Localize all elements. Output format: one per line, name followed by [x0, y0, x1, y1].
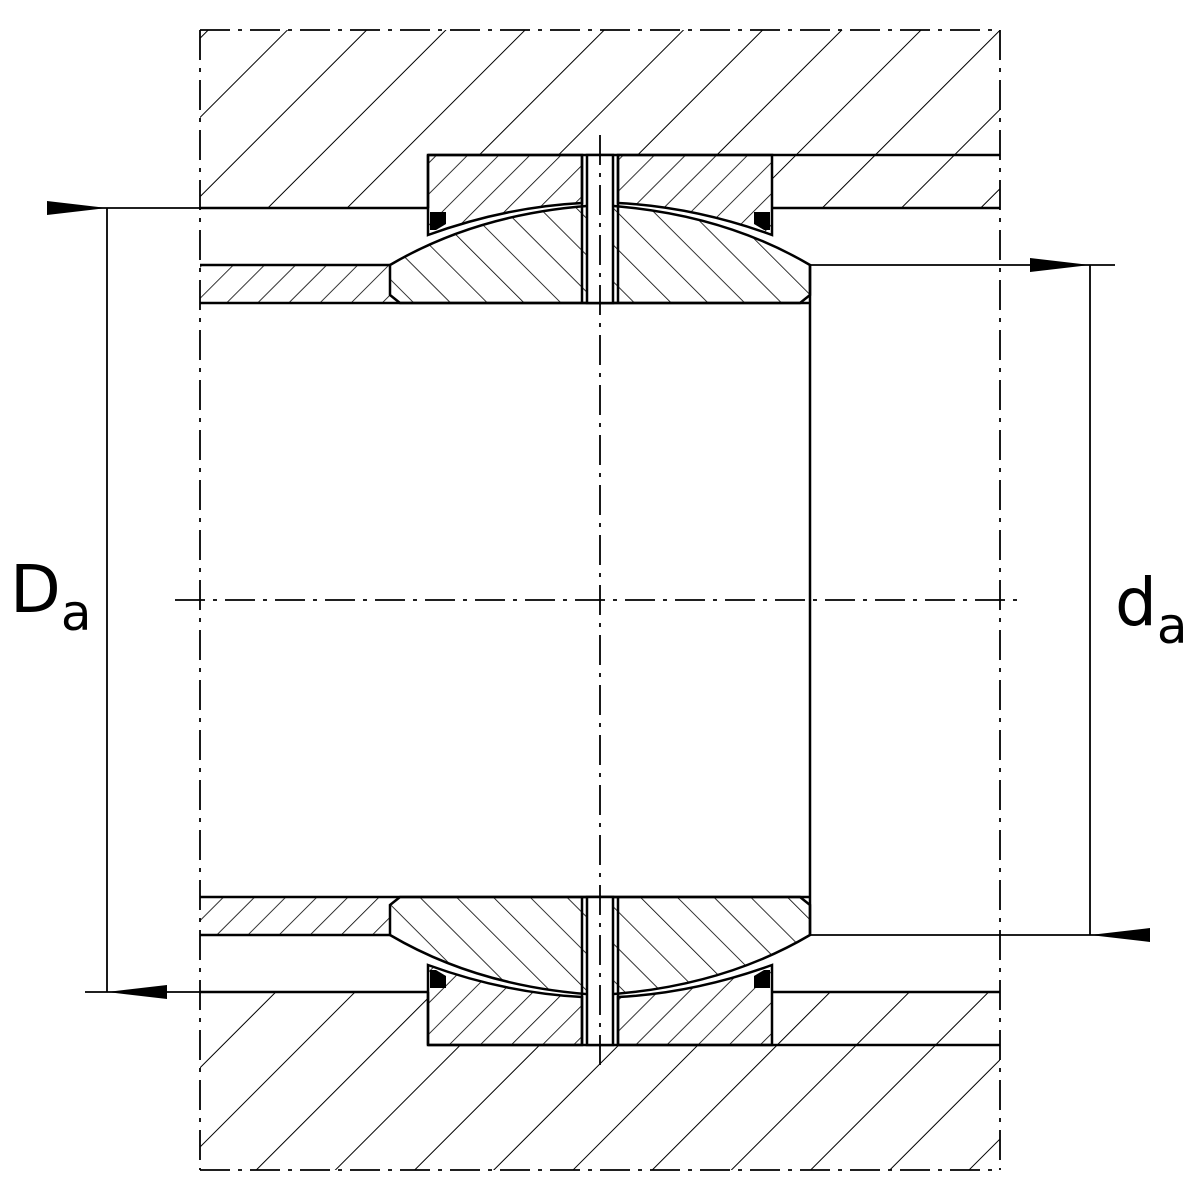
seal-top-right — [754, 212, 770, 230]
lube-bore-top — [580, 153, 620, 305]
housing-bottom — [200, 990, 1000, 1170]
lube-bore-bottom — [580, 895, 620, 1047]
svg-text:da: da — [1115, 564, 1188, 655]
label-da-main: d — [1115, 564, 1157, 641]
center-lines — [175, 29, 1025, 1171]
seal-bottom-left — [430, 970, 446, 988]
seal-bottom-right — [754, 970, 770, 988]
outer-ring-bottom — [426, 963, 774, 1047]
label-Da-sub: a — [61, 584, 92, 642]
label-da-sub: a — [1157, 597, 1188, 655]
svg-text:Da: Da — [10, 551, 91, 642]
shaft-outline — [808, 264, 1115, 936]
label-Da-main: D — [10, 551, 61, 628]
dimension-da: da — [1030, 258, 1188, 942]
dimension-Da: Da — [10, 201, 200, 999]
seal-top-left — [430, 212, 446, 230]
outer-ring-top — [426, 153, 774, 237]
